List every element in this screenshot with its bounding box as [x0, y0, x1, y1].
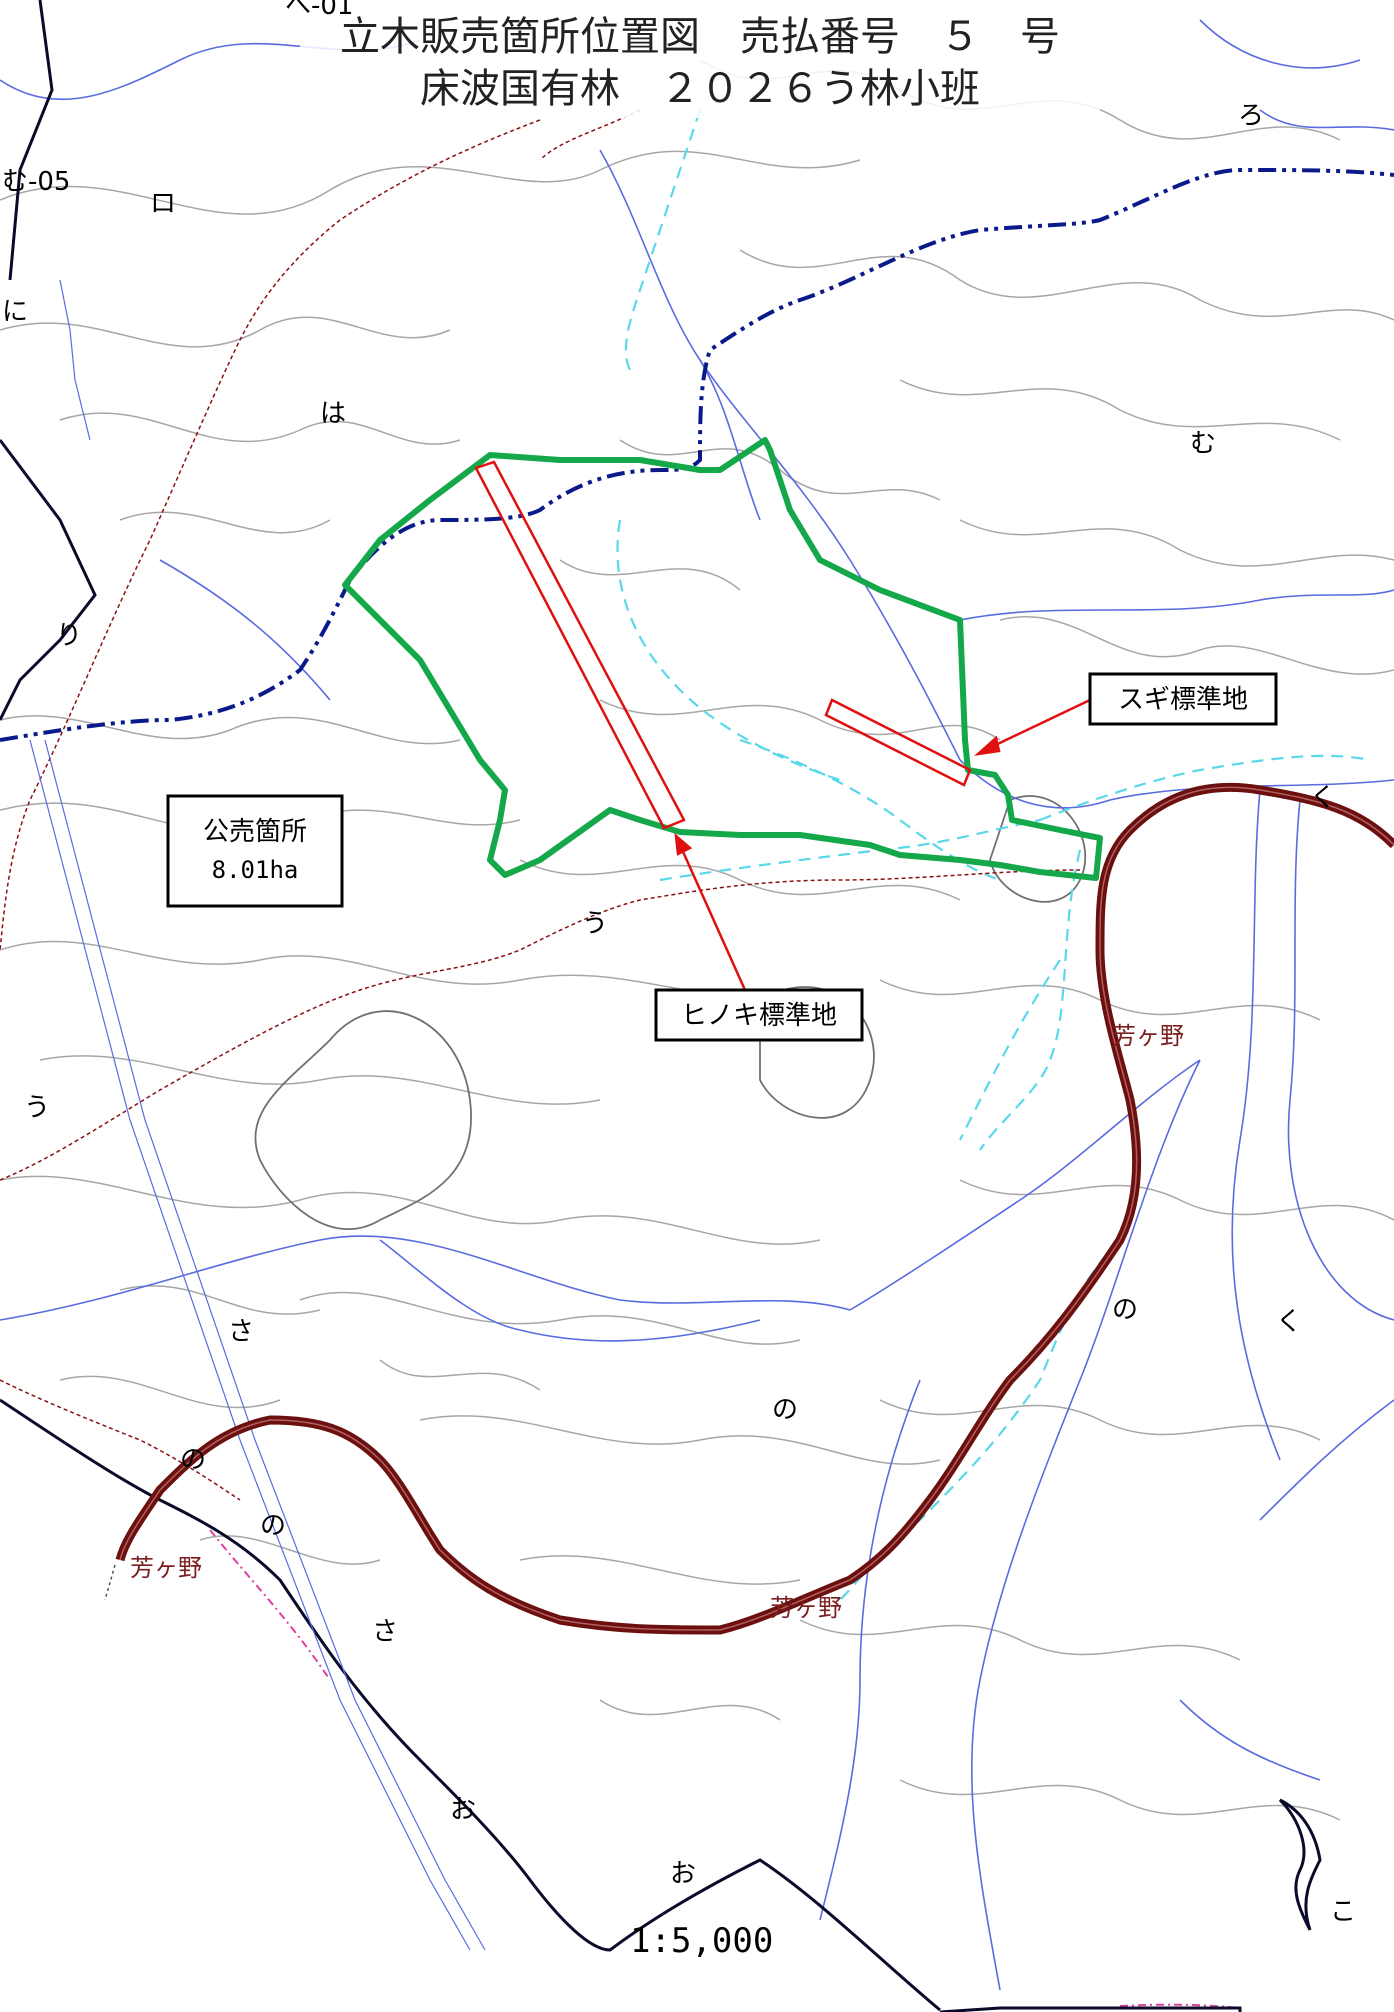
label-ha: は [320, 399, 346, 429]
frame-boundaries [0, 0, 1322, 2012]
road-double-line [29, 279, 486, 1951]
sugi-callout-box: スギ標準地 [1088, 672, 1278, 726]
label-sa-lower: さ [372, 1617, 398, 1647]
sugi-plot-outline [824, 698, 972, 787]
place-yoshigano-right: 芳ヶ野 [1112, 1022, 1184, 1050]
label-ro-katakana: ロ [150, 189, 176, 219]
callout-arrows [674, 698, 1091, 991]
index-contours [254, 795, 1086, 1231]
main-road [115, 782, 1394, 1635]
hinoki-callout-box: ヒノキ標準地 [654, 988, 864, 1042]
title-block: 立木販売箇所位置図 売払番号 ５ 号 床波国有林 ２０２６う林小班 [300, 0, 1100, 118]
label-no-center: の [772, 1395, 798, 1425]
label-ri: り [56, 621, 82, 651]
label-no-left2: の [260, 1511, 286, 1541]
label-u-center: う [582, 909, 608, 939]
hinoki-plot-outline [474, 460, 686, 830]
label-ni: に [2, 297, 28, 327]
label-no-right: の [1112, 1295, 1138, 1325]
public-sale-area: 8.01ha [212, 856, 299, 884]
label-no-left: の [180, 1445, 206, 1475]
label-ro: ろ [1238, 101, 1264, 131]
map-scale: 1:5,000 [630, 1921, 773, 1961]
compartment-boundary [0, 167, 1394, 742]
label-he01: へ-01 [285, 0, 353, 21]
label-o-bottom: お [670, 1859, 696, 1889]
label-u-left: う [24, 1093, 50, 1123]
label-mu05: む-05 [2, 167, 70, 197]
road-end-dotted [104, 1564, 116, 1601]
map-title-line1: 立木販売箇所位置図 売払番号 ５ 号 [340, 14, 1060, 60]
place-yoshigano-left: 芳ヶ野 [130, 1554, 202, 1582]
label-ku-right2: く [1276, 1307, 1302, 1337]
label-o-left: お [450, 1795, 476, 1825]
label-ko: こ [1330, 1897, 1356, 1927]
pink-boundaries [209, 1529, 1241, 2009]
map-title-line2: 床波国有林 ２０２６う林小班 [420, 66, 980, 112]
label-mu: む [1190, 429, 1216, 459]
label-sa-upper: さ [228, 1317, 254, 1347]
public-sale-box: 公売箇所 8.01ha [166, 794, 344, 908]
place-yoshigano-center: 芳ヶ野 [770, 1594, 842, 1622]
hinoki-callout-label: ヒノキ標準地 [681, 1001, 837, 1031]
sale-area-boundary [342, 437, 1103, 881]
sugi-callout-label: スギ標準地 [1118, 685, 1248, 715]
label-ku-right: く [1310, 783, 1336, 813]
public-sale-label: 公売箇所 [203, 817, 307, 847]
